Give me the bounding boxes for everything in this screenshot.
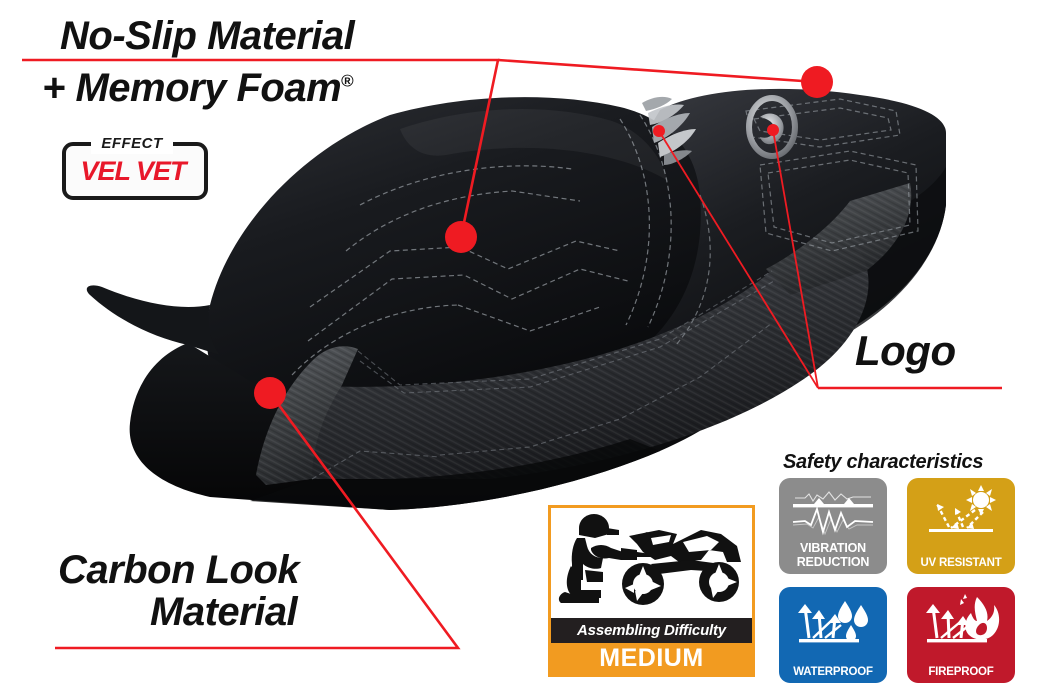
safety-card-label: VIBRATION REDUCTION (796, 541, 870, 569)
safety-label-line2: REDUCTION (796, 554, 870, 569)
sun-rays-deflect-icon (929, 485, 996, 532)
safety-characteristics-grid: VIBRATION REDUCTION (779, 478, 1027, 683)
safety-label-line1: FIREPROOF (928, 665, 994, 678)
safety-card-label: UV RESISTANT (920, 557, 1001, 569)
velvet-badge-effect-label: EFFECT (101, 135, 163, 152)
difficulty-caption-band: Assembling Difficulty (551, 618, 752, 643)
water-drops-deflect-icon (798, 601, 868, 643)
velvet-badge-notch (91, 134, 173, 154)
velvet-badge-main-label: VEL VET (80, 156, 186, 186)
waveform-damping-icon (792, 491, 874, 536)
safety-card-vibration-reduction: VIBRATION REDUCTION (779, 478, 887, 574)
seat-front-nose (86, 285, 220, 355)
difficulty-level: MEDIUM (599, 644, 704, 672)
motorcycle-seat-photo (86, 88, 946, 510)
callout-no-slip-line2-text: + Memory Foam (42, 66, 342, 110)
safety-label-line1: UV RESISTANT (920, 556, 1002, 569)
callout-no-slip-line2: + Memory Foam® (42, 66, 354, 110)
callout-logo: Logo (855, 327, 956, 374)
callout-carbon-look-line1: Carbon Look (58, 548, 300, 592)
registered-mark: ® (341, 71, 354, 91)
difficulty-caption: Assembling Difficulty (577, 622, 726, 639)
safety-card-waterproof: WATERPROOF (779, 587, 887, 683)
callout-carbon-look-line2: Material (150, 590, 298, 634)
difficulty-level-band: MEDIUM (551, 643, 752, 674)
safety-label-line1: WATERPROOF (793, 665, 873, 678)
effect-velvet-badge: EFFECT VEL VET (62, 134, 208, 200)
safety-card-label: WATERPROOF (793, 666, 873, 678)
safety-card-label: FIREPROOF (928, 666, 993, 678)
mechanic-and-motorcycle-icon (558, 514, 741, 605)
assembling-difficulty-badge: Assembling Difficulty MEDIUM (548, 505, 755, 677)
safety-label-line1: VIBRATION (799, 541, 866, 555)
safety-card-fireproof: FIREPROOF (907, 587, 1015, 683)
callout-no-slip-line1: No-Slip Material (60, 14, 355, 58)
difficulty-badge-artwork (551, 508, 752, 618)
safety-card-uv-resistant: UV RESISTANT (907, 478, 1015, 574)
safety-characteristics-title: Safety characteristics (783, 451, 984, 473)
flame-deflect-icon (926, 594, 1000, 643)
